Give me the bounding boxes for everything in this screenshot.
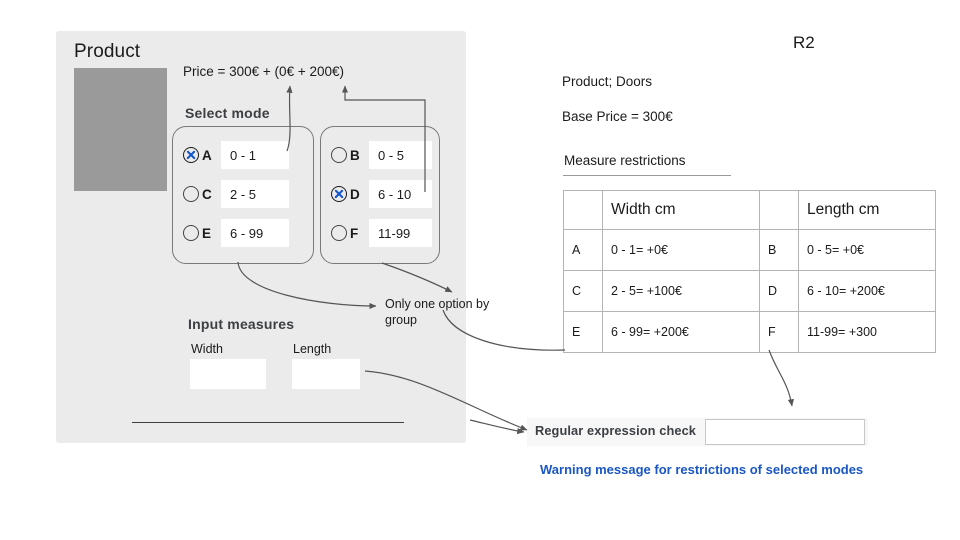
product-type-text: Product; Doors bbox=[562, 74, 653, 89]
cell-width-a: 0 - 1= +0€ bbox=[602, 229, 760, 271]
cell-width-c: 2 - 5= +100€ bbox=[602, 270, 760, 312]
mode-letter-c: C bbox=[202, 186, 212, 202]
cell-key-e: E bbox=[563, 311, 603, 353]
cell-length-f: 11-99= +300 bbox=[798, 311, 936, 353]
measure-restrictions-underline bbox=[563, 175, 731, 176]
length-field-label: Length bbox=[293, 342, 332, 356]
mode-letter-e: E bbox=[202, 225, 212, 241]
mode-range-c: 2 - 5 bbox=[221, 180, 289, 208]
mode-option-b[interactable]: B 0 - 5 bbox=[331, 141, 432, 169]
width-field-label: Width bbox=[191, 342, 223, 356]
mode-range-f: 11-99 bbox=[369, 219, 432, 247]
mode-option-e[interactable]: E 6 - 99 bbox=[183, 219, 289, 247]
measure-restrictions-heading: Measure restrictions bbox=[564, 153, 686, 168]
mode-option-d[interactable]: D 6 - 10 bbox=[331, 180, 432, 208]
table-row: C 2 - 5= +100€ D 6 - 10= +200€ bbox=[563, 270, 936, 312]
one-option-per-group-note: Only one option by group bbox=[385, 297, 490, 327]
product-panel-title: Product bbox=[74, 41, 141, 62]
mode-letter-b: B bbox=[350, 147, 360, 163]
cell-key-d: D bbox=[759, 270, 799, 312]
mode-option-c[interactable]: C 2 - 5 bbox=[183, 180, 289, 208]
mode-range-b: 0 - 5 bbox=[369, 141, 432, 169]
radio-icon-a[interactable] bbox=[183, 147, 199, 163]
cell-key-b: B bbox=[759, 229, 799, 271]
table-row: A 0 - 1= +0€ B 0 - 5= +0€ bbox=[563, 229, 936, 271]
mode-letter-f: F bbox=[350, 225, 359, 241]
mode-range-e: 6 - 99 bbox=[221, 219, 289, 247]
width-input[interactable] bbox=[190, 359, 266, 389]
warning-message: Warning message for restrictions of sele… bbox=[540, 462, 864, 477]
cell-key-f: F bbox=[759, 311, 799, 353]
length-input[interactable] bbox=[292, 359, 360, 389]
mode-range-d: 6 - 10 bbox=[369, 180, 432, 208]
mode-option-f[interactable]: F 11-99 bbox=[331, 219, 432, 247]
measure-restrictions-table: Width cm Length cm A 0 - 1= +0€ B 0 - 5=… bbox=[563, 190, 936, 353]
cell-width-e: 6 - 99= +200€ bbox=[602, 311, 760, 353]
arrow-table-to-regex-input bbox=[768, 349, 794, 407]
header-key-right bbox=[759, 190, 799, 230]
mode-letter-a: A bbox=[202, 147, 212, 163]
cell-length-d: 6 - 10= +200€ bbox=[798, 270, 936, 312]
radio-icon-c[interactable] bbox=[183, 186, 199, 202]
header-key-left bbox=[563, 190, 603, 230]
mode-letter-d: D bbox=[350, 186, 360, 202]
regex-check-label: Regular expression check bbox=[535, 423, 697, 438]
radio-icon-f[interactable] bbox=[331, 225, 347, 241]
input-measures-heading: Input measures bbox=[188, 316, 295, 332]
table-row: E 6 - 99= +200€ F 11-99= +300 bbox=[563, 311, 936, 353]
select-mode-heading: Select mode bbox=[185, 105, 270, 121]
product-image-placeholder bbox=[74, 68, 167, 191]
radio-icon-d[interactable] bbox=[331, 186, 347, 202]
radio-icon-e[interactable] bbox=[183, 225, 199, 241]
panel-divider bbox=[132, 422, 404, 423]
mode-group-length: B 0 - 5 D 6 - 10 F 11-99 bbox=[320, 126, 440, 264]
base-price-text: Base Price = 300€ bbox=[562, 109, 673, 124]
cell-length-b: 0 - 5= +0€ bbox=[798, 229, 936, 271]
mode-option-a[interactable]: A 0 - 1 bbox=[183, 141, 289, 169]
radio-icon-b[interactable] bbox=[331, 147, 347, 163]
table-header-row: Width cm Length cm bbox=[563, 190, 936, 230]
arrow-panel-to-regex bbox=[469, 419, 525, 435]
price-formula-text: Price = 300€ + (0€ + 200€) bbox=[183, 64, 344, 79]
page-title: R2 bbox=[793, 33, 815, 52]
cell-key-a: A bbox=[563, 229, 603, 271]
cell-key-c: C bbox=[563, 270, 603, 312]
regex-check-input[interactable] bbox=[705, 419, 865, 445]
header-width: Width cm bbox=[602, 190, 760, 230]
mode-range-a: 0 - 1 bbox=[221, 141, 289, 169]
header-length: Length cm bbox=[798, 190, 936, 230]
mode-group-width: A 0 - 1 C 2 - 5 E 6 - 99 bbox=[172, 126, 314, 264]
